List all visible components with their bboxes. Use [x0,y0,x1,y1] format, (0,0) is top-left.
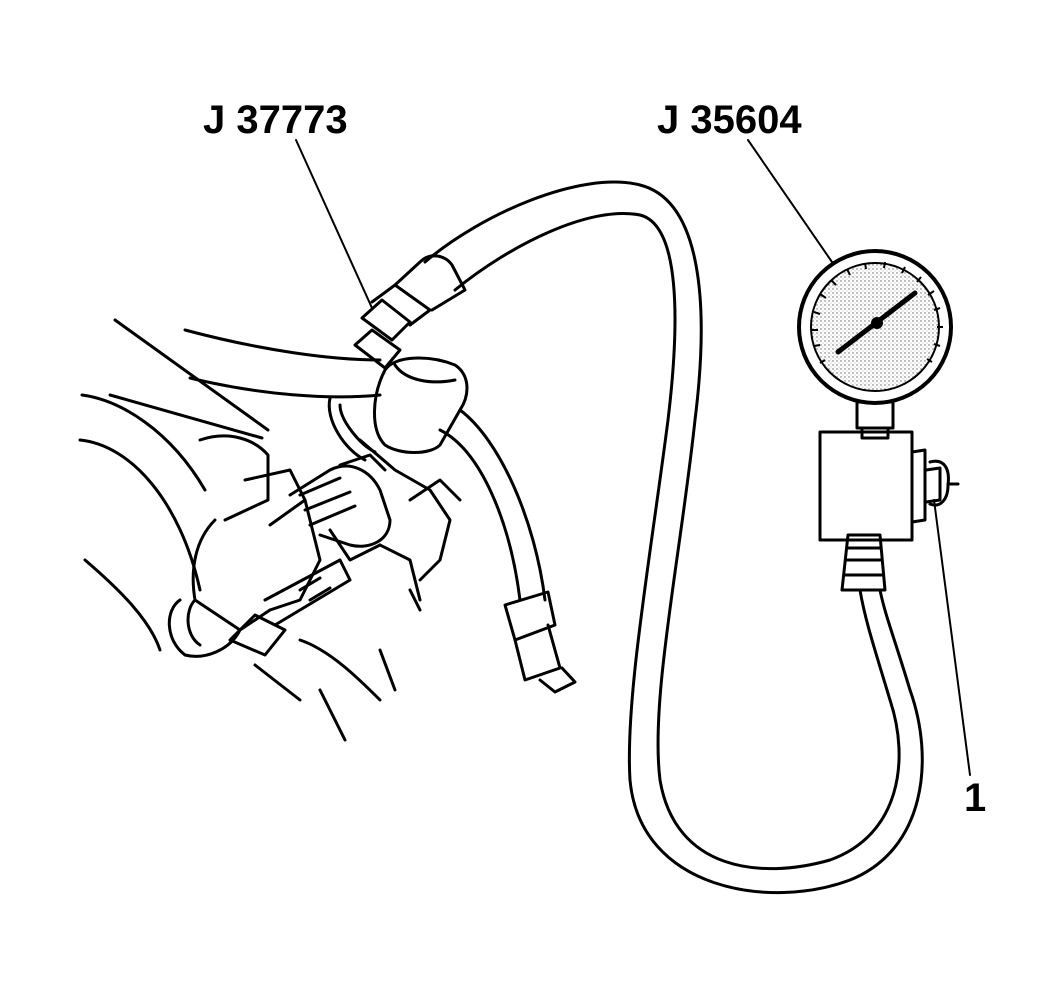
callout-adapter-label: J 37773 [203,98,348,142]
gauge-needle [835,290,918,355]
fuel-rail-assembly [167,434,462,658]
return-hose [327,396,577,694]
gauge-hose-fitting [840,533,887,592]
gauge-hose [423,180,924,895]
gauge-scale-ticks [812,261,943,364]
adapter-coupler [353,254,469,454]
gauge-valve-block [818,430,960,542]
callout-gauge-label: J 35604 [657,98,802,142]
callout-leaders [295,139,971,776]
pressure-gauge [797,249,953,405]
callout-valve-label: 1 [964,776,987,820]
engine-background [78,318,422,742]
